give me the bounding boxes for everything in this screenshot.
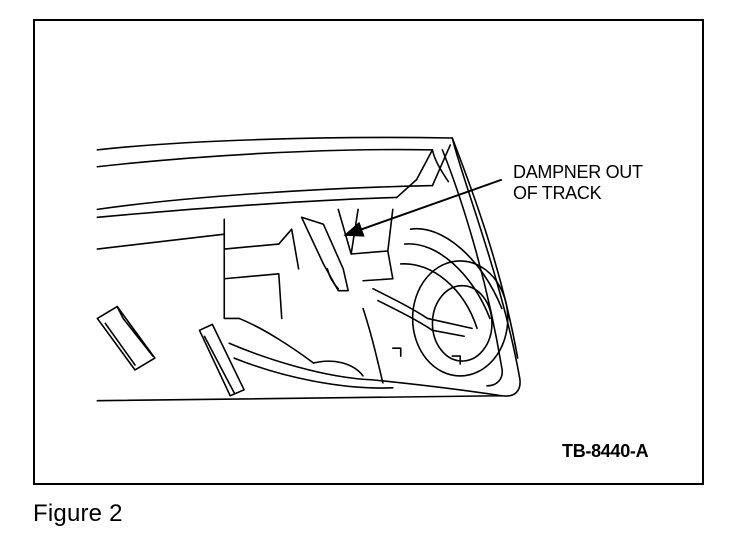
callout-label: DAMPNER OUT OF TRACK: [513, 162, 643, 203]
glove-box-lid: [96, 136, 521, 402]
figure-frame: DAMPNER OUT OF TRACK TB-8440-A: [33, 19, 704, 485]
left-clip: [96, 305, 156, 371]
figure-caption: Figure 2: [33, 500, 123, 527]
callout-leader: [343, 178, 503, 237]
figure-code: TB-8440-A: [562, 441, 649, 461]
dampener-track: [337, 208, 394, 282]
dampener-arm: [300, 216, 349, 292]
bottom-clip: [198, 323, 245, 397]
glove-box-illustration: [96, 136, 521, 402]
